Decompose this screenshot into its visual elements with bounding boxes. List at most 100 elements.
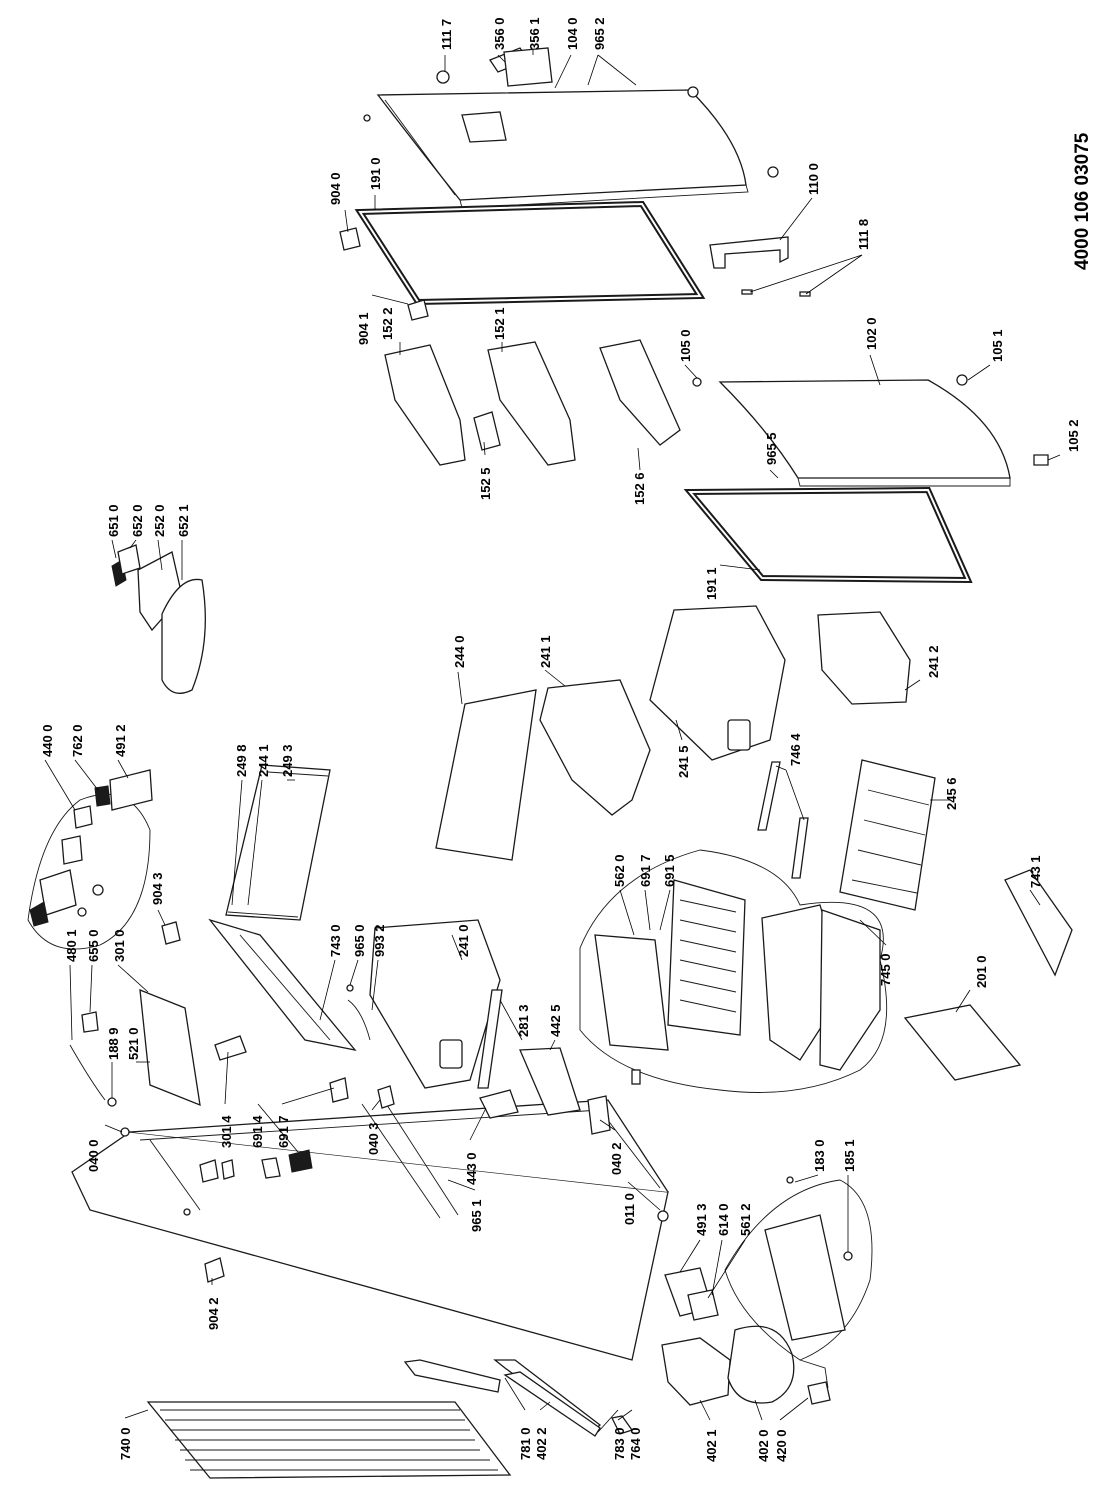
label-691-7b: 691 7 <box>638 854 653 887</box>
label-480-1: 480 1 <box>64 929 79 962</box>
wire-shelf-245-6 <box>839 759 936 911</box>
label-440-0: 440 0 <box>40 724 55 757</box>
label-614-0: 614 0 <box>716 1203 731 1236</box>
label-965-2: 965 2 <box>592 17 607 50</box>
fan-blade-443-0 <box>479 1089 519 1119</box>
condenser-740-0 <box>146 1401 512 1479</box>
label-185-1: 185 1 <box>842 1139 857 1172</box>
tube-781-0 <box>403 1359 501 1393</box>
label-241-0: 241 0 <box>456 924 471 957</box>
label-762-0: 762 0 <box>70 724 85 757</box>
label-245-6: 245 6 <box>944 777 959 810</box>
label-904-2: 904 2 <box>206 1297 221 1330</box>
label-244-1: 244 1 <box>256 744 271 777</box>
label-191-1: 191 1 <box>704 567 719 600</box>
upper-door-gasket <box>354 200 706 306</box>
label-241-1: 241 1 <box>538 635 553 668</box>
label-491-3: 491 3 <box>694 1203 709 1236</box>
part-764-0 <box>611 1415 634 1435</box>
bracket-904-2 <box>204 1257 225 1283</box>
label-102-0: 102 0 <box>864 317 879 350</box>
label-301-0: 301 0 <box>112 929 127 962</box>
label-781-0: 781 0 <box>518 1427 533 1460</box>
label-521-0: 521 0 <box>126 1027 141 1060</box>
label-764-0: 764 0 <box>628 1427 643 1460</box>
label-152-5: 152 5 <box>478 467 493 500</box>
label-655-0: 655 0 <box>86 929 101 962</box>
label-442-5: 442 5 <box>548 1004 563 1037</box>
label-188-9: 188 9 <box>106 1027 121 1060</box>
egg-tray-152-5 <box>473 411 501 451</box>
label-745-0: 745 0 <box>878 953 893 986</box>
part-labels: 111 7 356 0 356 1 104 0 965 2 904 0 191 … <box>40 17 1081 1462</box>
hinge-cover-356-1 <box>503 47 553 87</box>
cabinet-011-0 <box>71 1099 669 1361</box>
lamp-assembly <box>111 544 206 694</box>
label-783-0: 783 0 <box>612 1427 627 1460</box>
label-281-3: 281 3 <box>516 1004 531 1037</box>
label-110-0: 110 0 <box>806 163 821 195</box>
label-965-0: 965 0 <box>352 924 367 957</box>
label-301-4: 301 4 <box>219 1115 234 1148</box>
bracket-904-3 <box>161 921 181 945</box>
label-244-0: 244 0 <box>452 635 467 668</box>
part-301-4 <box>214 1035 247 1061</box>
bracket-402-1 <box>661 1337 731 1406</box>
door-shelf-152-6 <box>599 339 681 446</box>
plug-111-8a <box>741 289 753 295</box>
fan-442-5 <box>519 1047 581 1116</box>
cover-743-1 <box>1004 869 1073 977</box>
label-152-6: 152 6 <box>632 472 647 505</box>
drier-420-0 <box>807 1381 831 1405</box>
label-105-1: 105 1 <box>990 329 1005 362</box>
control-group-440-0 <box>27 769 153 950</box>
crisper-241-0 <box>369 919 501 1089</box>
label-740-0: 740 0 <box>118 1427 133 1460</box>
label-040-0: 040 0 <box>86 1139 101 1172</box>
rail-746-4 <box>757 761 781 831</box>
label-040-3: 040 3 <box>366 1122 381 1155</box>
upper-door <box>363 47 779 209</box>
label-651-0: 651 0 <box>106 504 121 537</box>
label-743-1: 743 1 <box>1028 855 1043 888</box>
label-562-0: 562 0 <box>612 854 627 887</box>
label-011-0: 011 0 <box>622 1193 637 1225</box>
duct-201-0 <box>903 1004 1022 1081</box>
label-491-2: 491 2 <box>113 724 128 757</box>
label-691-7: 691 7 <box>276 1115 291 1148</box>
glass-shelf-244-1 <box>225 764 331 921</box>
label-965-5: 965 5 <box>764 432 779 465</box>
label-965-1: 965 1 <box>469 1199 484 1232</box>
label-111-8: 111 8 <box>856 219 871 250</box>
panel-301-0 <box>139 988 201 1107</box>
label-743-0: 743 0 <box>328 924 343 957</box>
label-652-1: 652 1 <box>176 504 191 537</box>
compressor-402-0 <box>727 1325 795 1404</box>
label-111-7: 111 7 <box>439 19 454 50</box>
label-402-0: 402 0 <box>756 1429 771 1462</box>
label-356-0: 356 0 <box>492 17 507 50</box>
handle-110-0 <box>709 236 789 269</box>
label-652-0: 652 0 <box>130 504 145 537</box>
label-746-4: 746 4 <box>788 733 803 766</box>
lower-door <box>692 374 1049 487</box>
label-252-0: 252 0 <box>152 504 167 537</box>
label-191-0: 191 0 <box>368 157 383 190</box>
cap-111-7 <box>436 70 450 84</box>
label-356-1: 356 1 <box>527 17 542 50</box>
bar-281-3 <box>477 989 503 1089</box>
door-shelf-152-1 <box>487 341 576 466</box>
label-402-1: 402 1 <box>704 1429 719 1462</box>
label-105-0: 105 0 <box>678 329 693 362</box>
glass-shelf-244-0 <box>435 689 537 861</box>
label-249-3: 249 3 <box>280 744 295 777</box>
label-152-2: 152 2 <box>380 307 395 340</box>
label-241-2: 241 2 <box>926 645 941 678</box>
label-443-0: 443 0 <box>464 1152 479 1185</box>
label-691-4: 691 4 <box>250 1115 265 1148</box>
label-104-0: 104 0 <box>565 17 580 50</box>
label-904-0: 904 0 <box>328 172 343 205</box>
label-040-2: 040 2 <box>609 1142 624 1175</box>
base-183-0 <box>724 1176 873 1361</box>
